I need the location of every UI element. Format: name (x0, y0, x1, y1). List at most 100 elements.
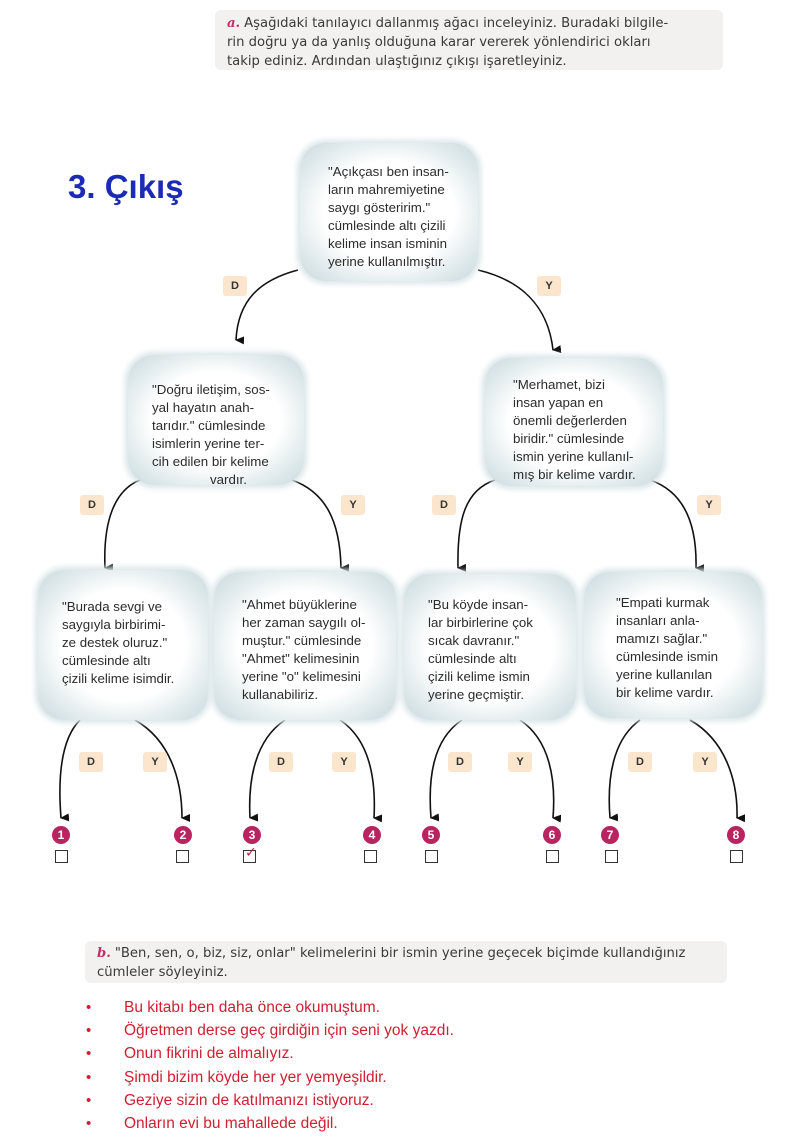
arrow-ll-d (59, 719, 81, 822)
node-right-line: "Merhamet, bizi (513, 377, 605, 392)
exit-number-4: 4 (363, 826, 381, 844)
arrow-lr-d (248, 719, 286, 822)
label-false: Y (143, 752, 167, 772)
node-root-line: ların mahremiyetine (328, 182, 445, 197)
label-true: D (448, 752, 472, 772)
node-right-line: biridir." cümlesinde (513, 431, 625, 446)
exit-number-7: 7 (601, 826, 619, 844)
node-left-line: yal hayatın anah- (152, 400, 255, 415)
node-lr-line: her zaman saygılı ol- (242, 615, 366, 630)
exit-number-1: 1 (52, 826, 70, 844)
answer-text: Onun fikrini de almalıyız. (124, 1045, 294, 1063)
node-root: "Açıkçası ben insan- ların mahremiyetine… (300, 143, 478, 281)
arrow-ll-y (134, 719, 191, 822)
task-b-marker: b. (97, 946, 111, 961)
node-lr: "Ahmet büyüklerine her zaman saygılı ol-… (214, 572, 396, 720)
label-true: D (432, 495, 456, 515)
node-lr-line: muştur." cümlesinde (242, 633, 362, 648)
node-rl-line: çizili kelime ismin (428, 669, 530, 684)
exit-number-2: 2 (174, 826, 192, 844)
arrow-lr-y (339, 719, 383, 823)
answer-text: Bu kitabı ben daha önce okumuştum. (124, 999, 380, 1016)
node-root-line: "Açıkçası ben insan- (328, 164, 449, 179)
node-lr-line: "Ahmet büyüklerine (242, 597, 357, 612)
node-ll-line: saygıyla birbirimi- (62, 617, 166, 632)
arrow-right-y (649, 479, 705, 573)
node-root-line: saygı gösteririm." (328, 200, 431, 215)
exit-checkbox-7[interactable] (605, 850, 618, 863)
bullet: • (86, 1068, 92, 1086)
label-true: D (223, 276, 247, 296)
exit-checkbox-1[interactable] (55, 850, 68, 863)
node-right: "Merhamet, bizi insan yapan en önemli de… (485, 358, 663, 486)
node-ll-line: ze destek oluruz." (62, 635, 168, 650)
node-ll-line: "Burada sevgi ve (62, 599, 163, 614)
instruction-line-1: Aşağıdaki tanılayıcı dallanmış ağacı inc… (244, 16, 669, 31)
exit-number-8: 8 (727, 826, 745, 844)
answer-list: •Bu kitabı ben daha önce okumuştum. •Öğr… (86, 996, 454, 1135)
node-rr-line: "Empati kurmak (616, 595, 710, 610)
node-left-line: tarıdır." cümlesinde (152, 418, 266, 433)
answer-title: 3. Çıkış (68, 168, 184, 205)
label-false: Y (332, 752, 356, 772)
node-ll: "Burada sevgi ve saygıyla birbirimi- ze … (38, 570, 208, 720)
task-b-line-2: cümleler söyleyiniz. (97, 965, 228, 980)
instruction-line-3: takip ediniz. Ardından ulaştığınız çıkış… (227, 54, 567, 69)
arrow-left-y (291, 479, 350, 572)
answer-text: Geziye sizin de katılmanızı istiyoruz. (124, 1091, 374, 1109)
label-true: D (269, 752, 293, 772)
exit-checkbox-4[interactable] (364, 850, 377, 863)
node-left-line: isimlerin yerine ter- (152, 436, 265, 451)
node-rr-line: insanları anla- (616, 613, 700, 628)
label-true: D (80, 495, 104, 515)
exit-number-6: 6 (543, 826, 561, 844)
list-item: • Şimdi bizim köyde her yer yemyeşildir. (86, 1066, 454, 1089)
arrow-rr-d (608, 719, 641, 822)
node-rl-line: yerine geçmiştir. (428, 687, 525, 702)
exit-checkbox-6[interactable] (546, 850, 559, 863)
arrow-root-d (235, 269, 299, 345)
list-item: • Geziye sizin de katılmanızı istiyoruz. (86, 1089, 454, 1112)
exit-checkbox-8[interactable] (730, 850, 743, 863)
label-false: Y (508, 752, 532, 772)
node-root-line: cümlesinde altı çizili (328, 218, 446, 233)
bullet: • (86, 1091, 92, 1109)
node-ll-line: cümlesinde altı (62, 653, 151, 668)
list-item: •Onların evi bu mahallede değil. (86, 1112, 454, 1135)
label-false: Y (537, 276, 561, 296)
node-right-line: ismin yerine kullanıl- (513, 449, 634, 464)
arrow-root-y (477, 269, 562, 354)
label-true: D (628, 752, 652, 772)
exit-number-3: 3 (243, 826, 261, 844)
list-item: •Onun fikrini de almalıyız. (86, 1042, 454, 1065)
node-right-line: mış bir kelime vardır. (513, 467, 636, 482)
node-right-line: önemli değerlerden (513, 413, 627, 428)
node-rr-line: mamızı sağlar." (616, 631, 708, 646)
node-rr-line: cümlesinde ismin (616, 649, 718, 664)
answer-text: Öğretmen derse geç girdiğin için seni yo… (124, 1022, 454, 1040)
arrow-left-d (104, 479, 141, 572)
answer-text: Onların evi bu mahallede değil. (124, 1114, 338, 1132)
node-left-line: vardır. (210, 472, 247, 487)
bullet: • (86, 999, 92, 1016)
node-lr-line: yerine "o" kelimesini (242, 669, 361, 684)
label-true: D (79, 752, 103, 772)
node-root-line: yerine kullanılmıştır. (328, 254, 446, 269)
answer-text: Şimdi bizim köyde her yer yemyeşildir. (124, 1068, 387, 1086)
node-root-line: kelime insan isminin (328, 236, 447, 251)
check-mark-icon: ✓ (245, 845, 257, 861)
task-a-marker: a. (227, 16, 241, 31)
exit-checkbox-5[interactable] (425, 850, 438, 863)
node-rl-line: cümlesinde altı (428, 651, 517, 666)
node-left-line: cih edilen bir kelime (152, 454, 269, 469)
list-item: •Öğretmen derse geç girdiğin için seni y… (86, 1019, 454, 1042)
node-right-line: insan yapan en (513, 395, 604, 410)
node-rl-line: sıcak davranır." (428, 633, 520, 648)
node-rr-line: bir kelime vardır. (616, 685, 714, 700)
instruction-line-2: rin doğru ya da yanlış olduğuna karar ve… (227, 35, 651, 50)
label-false: Y (697, 495, 721, 515)
exit-checkbox-3[interactable]: ✓ (243, 846, 257, 863)
arrow-rl-y (519, 719, 562, 823)
exit-checkbox-2[interactable] (176, 850, 189, 863)
